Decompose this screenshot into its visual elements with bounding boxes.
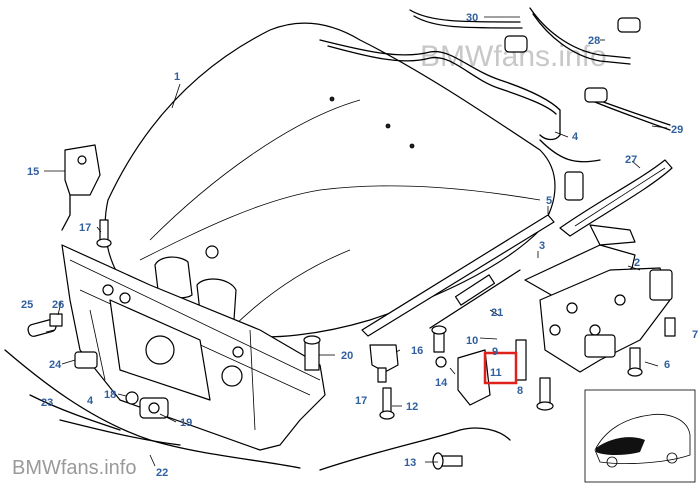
callout-19: 19 <box>180 417 192 429</box>
callout-4-cable: 4 <box>87 395 94 407</box>
callout-20: 20 <box>341 350 353 362</box>
callout-10: 10 <box>466 335 478 347</box>
callout-8: 8 <box>517 385 523 397</box>
hood-seals <box>319 7 671 201</box>
callout-16: 16 <box>411 345 423 357</box>
callout-17-top: 17 <box>79 222 91 234</box>
callout-23: 23 <box>41 397 53 409</box>
highlight-box-part-11 <box>483 351 518 385</box>
callout-28: 28 <box>588 35 600 47</box>
callout-15: 15 <box>27 166 39 178</box>
callout-21: 21 <box>491 307 503 319</box>
callout-5: 5 <box>546 195 552 207</box>
watermark-bottom: BMWfans.info <box>12 457 136 479</box>
side-strip <box>361 159 673 337</box>
callout-3: 3 <box>539 240 545 252</box>
callout-18: 18 <box>104 389 116 401</box>
callout-6: 6 <box>664 359 670 371</box>
callout-24: 24 <box>49 359 62 371</box>
callout-17-bottom: 17 <box>355 395 367 407</box>
hood-hinge <box>524 224 673 373</box>
callout-labels: 1 2 3 4 4 5 6 7 8 9 10 11 12 13 14 15 16… <box>21 12 698 479</box>
callout-25: 25 <box>21 299 33 311</box>
callout-1: 1 <box>174 71 180 83</box>
gas-strut <box>429 269 521 329</box>
callout-27: 27 <box>625 154 637 166</box>
callout-29: 29 <box>671 124 683 136</box>
callout-26: 26 <box>52 299 64 311</box>
callout-2: 2 <box>634 257 640 269</box>
callout-12: 12 <box>406 401 418 413</box>
car-thumbnail <box>584 389 696 483</box>
callout-30: 30 <box>466 12 478 24</box>
callout-9: 9 <box>492 346 498 358</box>
callout-7: 7 <box>692 329 698 341</box>
callout-22: 22 <box>156 467 168 479</box>
callout-4-seal: 4 <box>572 131 579 143</box>
callout-11: 11 <box>490 367 502 379</box>
small-parts <box>4 219 676 471</box>
leader-lines <box>44 16 668 467</box>
callout-13: 13 <box>404 457 416 469</box>
callout-14: 14 <box>435 377 448 389</box>
latch-bracket <box>61 144 101 231</box>
